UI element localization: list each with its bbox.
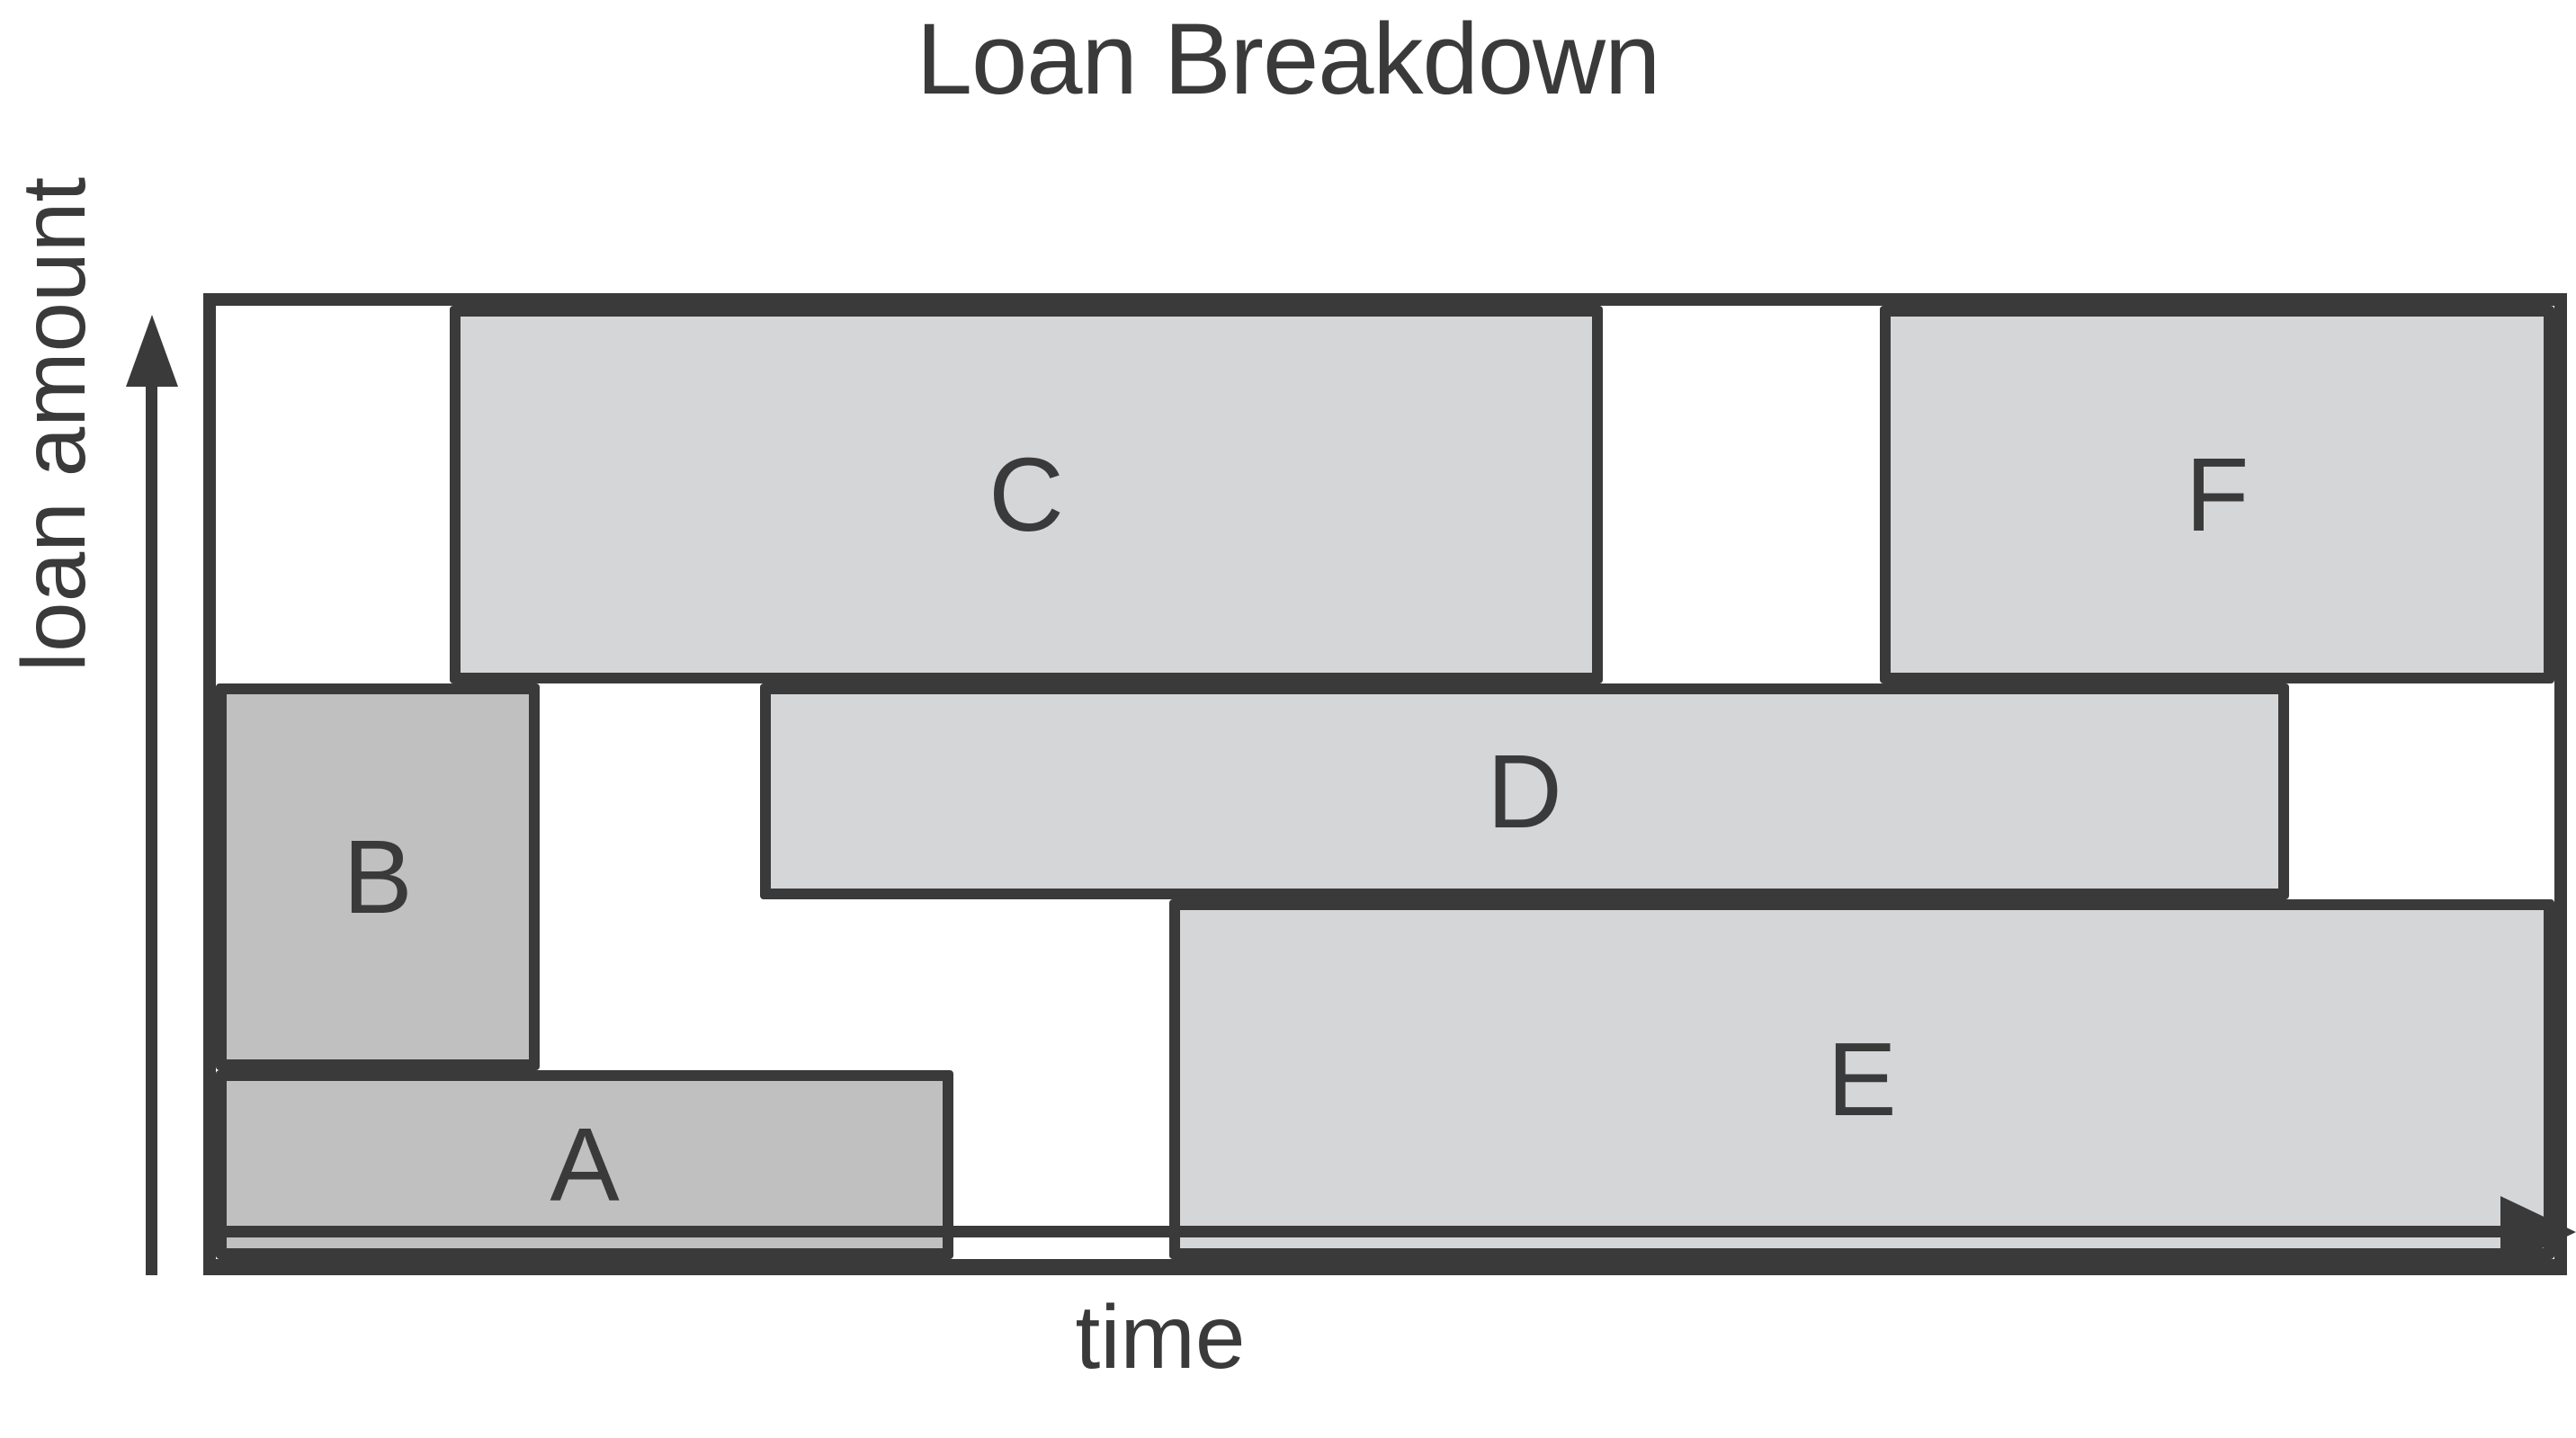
x-axis-shaft xyxy=(216,1226,2518,1237)
arrow-right-icon xyxy=(2500,1196,2576,1268)
plot-area: C F B D E A xyxy=(203,293,2567,1275)
plot-border-top xyxy=(216,293,2567,306)
loan-block-b[interactable]: B xyxy=(216,683,540,1070)
loan-block-e[interactable]: E xyxy=(1169,899,2554,1259)
loan-block-a-label: A xyxy=(550,1106,620,1223)
plot-border-right xyxy=(2554,293,2567,1272)
y-axis-shaft xyxy=(146,363,157,1275)
arrow-up-icon xyxy=(126,315,178,387)
loan-block-f[interactable]: F xyxy=(1880,306,2554,683)
x-axis-label: time xyxy=(1075,1287,1246,1388)
x-axis-arrow xyxy=(216,1196,2576,1268)
loan-block-b-label: B xyxy=(343,818,413,935)
plot-border-left xyxy=(203,293,216,1272)
loan-block-c-label: C xyxy=(988,436,1064,553)
loan-block-d[interactable]: D xyxy=(760,683,2289,899)
y-axis-arrow xyxy=(126,315,180,1275)
plot-border-bottom xyxy=(203,1259,2567,1275)
loan-block-c[interactable]: C xyxy=(450,306,1603,683)
loan-block-d-label: D xyxy=(1487,733,1562,850)
y-axis-label: loan amount xyxy=(4,176,104,673)
loan-block-f-label: F xyxy=(2185,436,2250,553)
loan-block-e-label: E xyxy=(1827,1021,1897,1138)
chart-title: Loan Breakdown xyxy=(916,3,1661,115)
